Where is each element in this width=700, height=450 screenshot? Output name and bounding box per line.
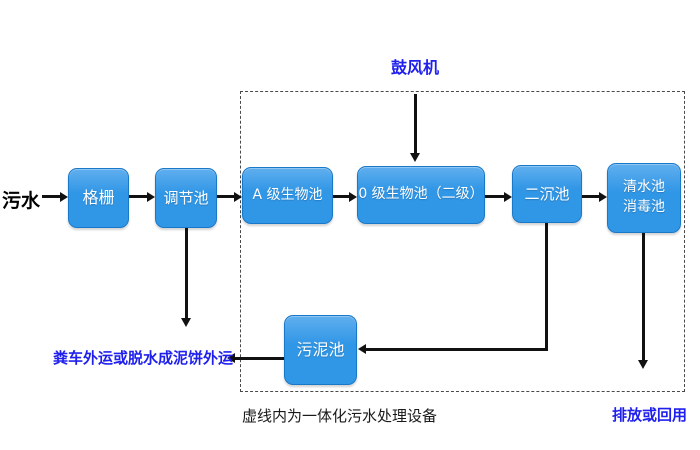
integrated-equipment-boundary <box>240 91 685 392</box>
arrow-grid-to-regulating-head-icon <box>147 192 155 202</box>
arrow-regulating-to-a-bio-head-icon <box>234 192 242 202</box>
node-secondary-sedimentation-tank: 二沉池 <box>512 165 582 223</box>
connector-secondary-sed-to-sludge-horizontal <box>366 348 548 351</box>
arrow-secondary-sed-to-clear-head-icon <box>599 192 607 202</box>
node-regulating-tank: 调节池 <box>155 168 217 228</box>
arrow-regulating-down-line <box>185 228 188 319</box>
node-disinfection-tank-label: 消毒池 <box>623 199 665 215</box>
node-a-grade-bio-tank-label: A 级生物池 <box>252 186 323 203</box>
node-clear-water-disinfection-tank: 清水池 消毒池 <box>607 163 681 233</box>
discharge-label: 排放或回用 <box>612 406 688 424</box>
node-clear-water-tank-label: 清水池 <box>623 179 665 196</box>
node-a-grade-bio-tank: A 级生物池 <box>242 167 333 224</box>
arrow-o-bio-to-secondary-sed-head-icon <box>504 192 512 202</box>
arrow-sludge-to-disposal-line <box>235 357 284 360</box>
arrow-a-bio-to-o-bio-line <box>333 195 350 198</box>
sludge-disposal-label: 粪车外运或脱水成泥饼外运 <box>53 349 234 367</box>
arrow-grid-to-regulating-line <box>129 195 148 198</box>
node-sludge-tank: 污泥池 <box>284 315 357 385</box>
arrow-sludge-to-disposal-head-icon <box>227 353 235 363</box>
arrow-blower-to-o-bio-head-icon <box>410 153 420 162</box>
node-o-grade-bio-tank-label: 0 级生物池（二级） <box>358 186 484 203</box>
arrow-regulating-to-a-bio-line <box>217 195 235 198</box>
node-sludge-tank-label: 污泥池 <box>296 339 345 359</box>
blower-label: 鼓风机 <box>391 58 440 77</box>
inflow-label: 污水 <box>2 190 41 212</box>
node-secondary-sedimentation-tank-label: 二沉池 <box>524 184 570 203</box>
connector-secondary-sed-to-sludge-vertical <box>545 223 548 351</box>
arrow-blower-to-o-bio-line <box>414 94 417 154</box>
connector-secondary-sed-to-sludge-head-icon <box>358 344 366 354</box>
arrow-a-bio-to-o-bio-head-icon <box>349 192 357 202</box>
node-regulating-tank-label: 调节池 <box>163 188 209 207</box>
arrow-inflow-to-grid-head-icon <box>60 192 68 202</box>
dashed-box-caption: 虚线内为一体化污水处理设备 <box>242 407 438 425</box>
node-grid: 格栅 <box>68 168 129 228</box>
arrow-secondary-sed-to-clear-line <box>582 195 600 198</box>
node-o-grade-bio-tank: 0 级生物池（二级） <box>357 166 485 224</box>
arrow-regulating-down-head-icon <box>181 318 191 327</box>
arrow-clear-to-discharge-head-icon <box>638 360 648 369</box>
arrow-clear-to-discharge-line <box>642 233 645 361</box>
arrow-o-bio-to-secondary-sed-line <box>485 195 505 198</box>
node-grid-label: 格栅 <box>82 187 115 207</box>
arrow-inflow-to-grid-line <box>42 195 61 198</box>
